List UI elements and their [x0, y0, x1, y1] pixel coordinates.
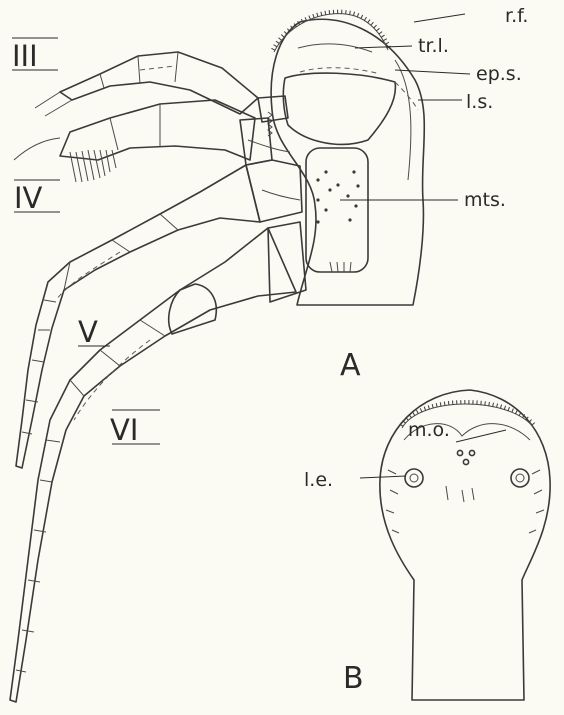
leg-iv	[14, 100, 255, 182]
metasternal-dots	[316, 170, 359, 223]
serration-tooth	[512, 409, 514, 413]
serration-tooth	[313, 14, 314, 18]
label-vi: VI	[110, 413, 138, 447]
serration-tooth	[364, 17, 366, 20]
panel-label-a: A	[340, 348, 361, 383]
serration-tooth	[428, 405, 429, 409]
label-trl: tr.l.	[418, 35, 449, 57]
serration-tooth	[516, 410, 518, 414]
serration-tooth	[508, 407, 509, 411]
serration-tooth	[409, 415, 411, 418]
serration-tooth	[420, 408, 422, 412]
label-ls: l.s.	[466, 91, 493, 113]
serration-tooth	[500, 405, 501, 409]
label-mo: m.o.	[408, 419, 450, 441]
serration-tooth	[440, 402, 441, 406]
label-le: l.e.	[304, 469, 333, 491]
serration-tooth	[357, 13, 359, 17]
annotation-labels: r.f. tr.l. ep.s. l.s. mts. m.o. l.e.	[304, 5, 528, 491]
serration-tooth	[274, 45, 277, 47]
serration-tooth	[276, 41, 279, 43]
serration-tooth	[489, 402, 490, 406]
panel-a-drawing	[240, 14, 424, 305]
serration-tooth	[376, 28, 379, 31]
leg-vi	[10, 228, 296, 702]
serration-tooth	[271, 48, 275, 50]
panel-labels: A B	[340, 348, 364, 696]
serration-tooth	[416, 410, 418, 414]
serration-tooth	[385, 42, 389, 44]
serration-tooth	[424, 407, 425, 411]
serration-tooth	[325, 11, 326, 15]
serration-tooth	[321, 12, 322, 16]
serration-tooth	[532, 423, 535, 426]
serration-tooth	[497, 404, 498, 408]
serration-tooth	[436, 403, 437, 407]
serration-tooth	[381, 35, 384, 37]
serration-tooth	[374, 25, 377, 28]
serration-tooth	[309, 16, 311, 20]
leg-iii	[35, 52, 258, 116]
serration-tooth	[371, 22, 374, 25]
label-mts: mts.	[464, 189, 506, 211]
serration-tooth	[350, 11, 351, 15]
serration-tooth	[278, 38, 281, 41]
serration-tooth	[353, 12, 354, 16]
serration-tooth	[485, 401, 486, 405]
label-iv: IV	[14, 181, 43, 215]
serration-tooth	[383, 39, 386, 41]
serration-tooth	[281, 35, 284, 38]
panel-b-drawing	[380, 390, 550, 700]
serration-tooth	[361, 15, 363, 19]
serration-tooth	[317, 13, 318, 17]
leg-labels: III IV V VI	[12, 38, 160, 447]
serration-tooth	[368, 20, 370, 23]
label-v: V	[78, 315, 98, 349]
serration-tooth	[413, 412, 415, 415]
serration-tooth	[379, 32, 382, 34]
label-eps: ep.s.	[476, 63, 522, 85]
serration-tooth	[493, 403, 494, 407]
serration-tooth	[432, 404, 433, 408]
label-iii: III	[12, 39, 38, 73]
panel-label-b: B	[343, 661, 364, 696]
serration-tooth	[504, 406, 505, 410]
serration-tooth	[284, 31, 287, 34]
label-rf: r.f.	[505, 5, 528, 27]
serration-tooth	[444, 402, 445, 406]
